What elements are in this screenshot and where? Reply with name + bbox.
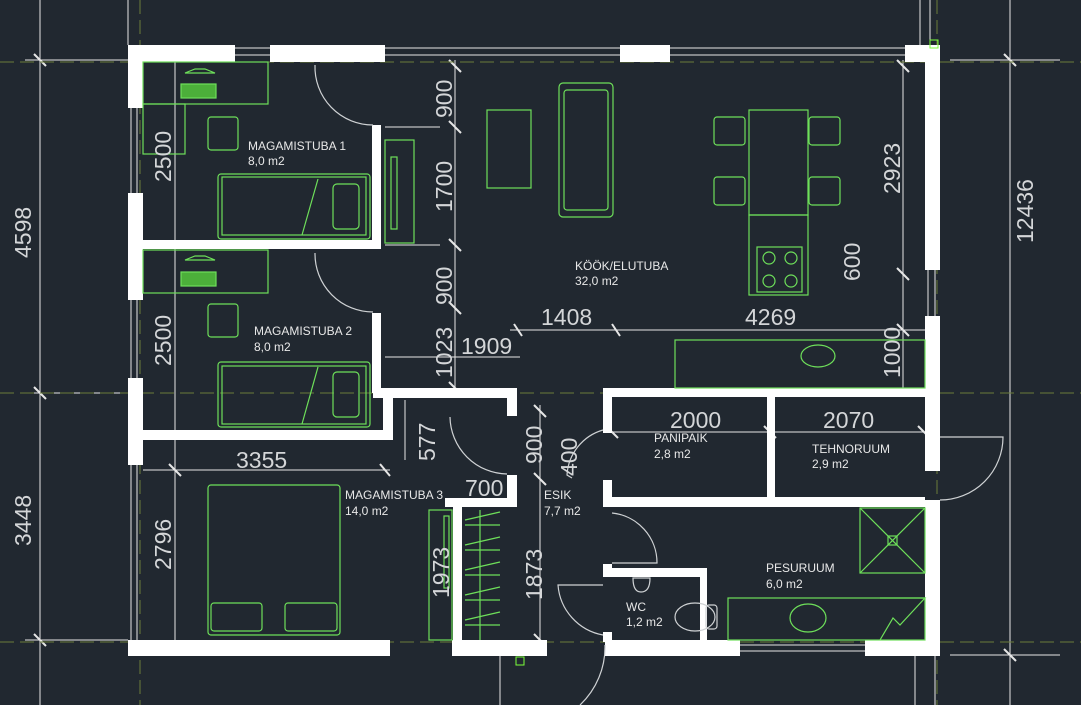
room-name-bedroom3: MAGAMISTUBA 3 xyxy=(345,488,443,502)
dim-pantry-2000: 2000 xyxy=(670,407,721,433)
dim-corr-1909: 1909 xyxy=(461,333,512,359)
bed-bedroom1 xyxy=(217,173,371,240)
door-bedroom2 xyxy=(314,252,374,313)
dim-hall-900: 900 xyxy=(521,426,547,464)
dim-bed3-width: 3355 xyxy=(236,447,287,473)
door-laundry xyxy=(611,512,658,564)
dim-corr-900a: 900 xyxy=(431,80,457,118)
washbasin-icon xyxy=(789,603,827,633)
entrance-marker xyxy=(515,39,939,666)
room-area-wc: 1,2 m2 xyxy=(626,615,663,629)
kitchen-island xyxy=(748,214,809,296)
wc-fixtures xyxy=(632,577,718,632)
room-name-bedroom2: MAGAMISTUBA 2 xyxy=(254,324,352,338)
room-area-bedroom3: 14,0 m2 xyxy=(345,504,389,518)
room-name-laundry: PESURUUM xyxy=(766,561,835,575)
room-area-bedroom2: 8,0 m2 xyxy=(254,340,291,354)
desk-bedroom2 xyxy=(142,249,269,294)
dim-corr-1700: 1700 xyxy=(431,161,457,212)
wc-sink-icon xyxy=(632,577,651,593)
dim-kitchen-600: 600 xyxy=(839,243,865,281)
dim-corr-1023: 1023 xyxy=(431,327,457,378)
dim-wardrobe-1873: 1873 xyxy=(521,549,547,600)
dimension-labels: 4598 3448 12436 2500 2500 2796 3355 900 … xyxy=(10,80,1038,600)
keyboard-icon xyxy=(180,83,217,99)
kitchen-counter xyxy=(674,339,926,389)
room-name-technical: TEHNORUUM xyxy=(812,442,890,456)
chair xyxy=(713,176,746,206)
door-pantry xyxy=(566,429,604,479)
door-wc xyxy=(557,584,604,636)
dim-left-bottom: 3448 xyxy=(10,495,36,546)
chair xyxy=(808,116,841,146)
lamp-icon xyxy=(184,68,216,74)
dim-bed1-width: 2500 xyxy=(150,131,176,182)
room-area-laundry: 6,0 m2 xyxy=(766,577,803,591)
keyboard-icon-2 xyxy=(180,271,217,287)
room-name-kitchen: KÖÖK/ELUTUBA xyxy=(575,259,668,273)
room-area-hall: 7,7 m2 xyxy=(544,504,581,518)
shower xyxy=(859,507,926,574)
sink-icon xyxy=(800,344,836,368)
dim-kitchen-4269: 4269 xyxy=(745,304,796,330)
bed-bedroom3 xyxy=(207,484,341,636)
room-name-pantry: PANIPAIK xyxy=(654,431,708,445)
dim-hall-400: 400 xyxy=(556,438,582,476)
chair xyxy=(713,116,746,146)
dim-hall-577: 577 xyxy=(414,423,440,461)
dim-hall-700: 700 xyxy=(465,475,503,501)
toilet-icon xyxy=(674,602,716,632)
chair-bedroom2 xyxy=(207,303,239,338)
room-area-bedroom1: 8,0 m2 xyxy=(248,154,285,168)
dim-right-total: 12436 xyxy=(1012,179,1038,243)
dim-wardrobe-1973: 1973 xyxy=(428,547,454,598)
room-name-wc: WC xyxy=(626,600,646,614)
laundry-counter xyxy=(727,597,926,641)
room-name-bedroom1: MAGAMISTUBA 1 xyxy=(248,139,346,153)
room-name-hall: ESIK xyxy=(544,488,571,502)
chair xyxy=(808,176,841,206)
wardrobe-bedroom3 xyxy=(464,510,501,640)
room-area-pantry: 2,8 m2 xyxy=(654,447,691,461)
wardrobe-hall xyxy=(384,139,415,244)
door-technical xyxy=(939,436,1004,501)
desk-bedroom1 xyxy=(142,61,269,105)
shelf-bedroom3 xyxy=(428,509,453,641)
dim-kitchen-1000: 1000 xyxy=(879,327,905,378)
extension-lines xyxy=(25,0,1060,705)
sofa xyxy=(558,82,614,218)
door-bedroom3 xyxy=(449,416,508,475)
dim-bed3-height: 2796 xyxy=(150,519,176,570)
dim-corr-900b: 900 xyxy=(431,267,457,305)
doors[interactable] xyxy=(314,64,1004,705)
stove-icon xyxy=(756,246,803,293)
dim-technical-2070: 2070 xyxy=(823,407,874,433)
coffee-table xyxy=(486,109,532,189)
chair-bedroom1 xyxy=(207,116,239,151)
dim-kitchen-2923: 2923 xyxy=(879,143,905,194)
dim-left-top: 4598 xyxy=(10,207,36,258)
bed-bedroom2 xyxy=(217,361,371,428)
room-area-technical: 2,9 m2 xyxy=(812,457,849,471)
room-area-kitchen: 32,0 m2 xyxy=(575,274,619,288)
door-entrance xyxy=(579,644,606,705)
dim-kitchen-1408: 1408 xyxy=(541,304,592,330)
walls xyxy=(128,45,940,656)
furniture xyxy=(142,61,927,641)
room-labels: MAGAMISTUBA 1 8,0 m2 MAGAMISTUBA 2 8,0 m… xyxy=(248,139,890,629)
door-bedroom1 xyxy=(314,64,374,126)
dim-bed2-width: 2500 xyxy=(150,315,176,366)
